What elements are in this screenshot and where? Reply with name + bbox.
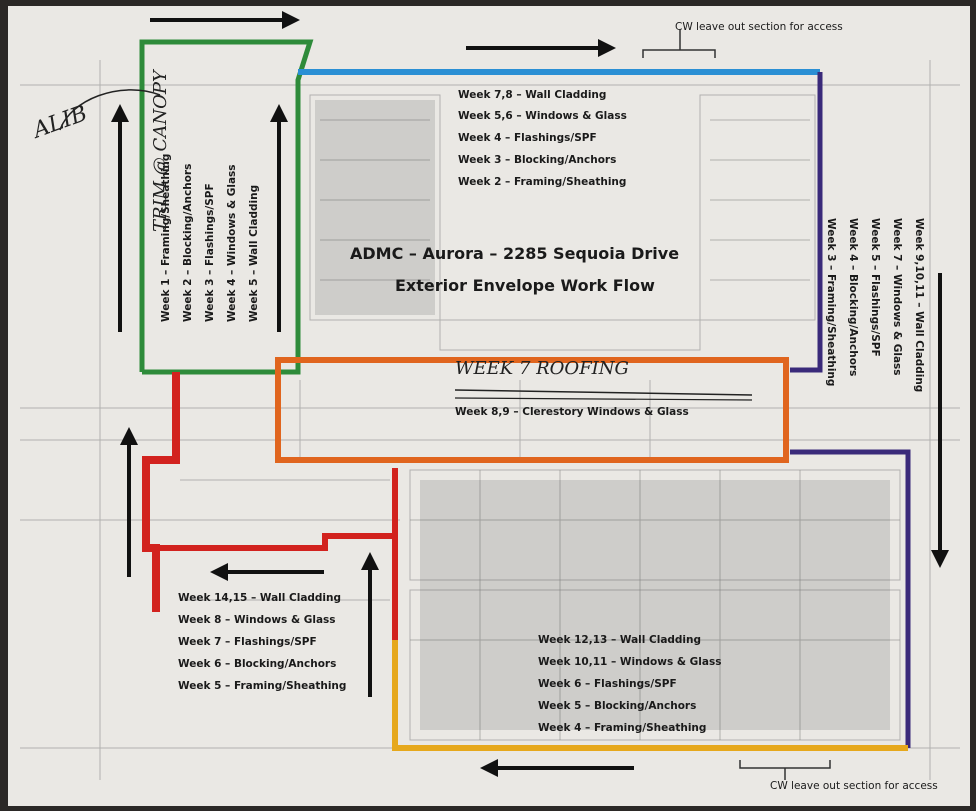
green-item-3: Week 3 – Flashings/SPF xyxy=(204,183,216,322)
handwritten-orange-note: WEEK 7 ROOFING xyxy=(455,358,629,379)
handwritten-curve xyxy=(59,89,161,131)
hatching xyxy=(315,100,890,730)
red-item-2: Week 8 – Windows & Glass xyxy=(178,614,336,626)
yellow-item-5: Week 4 – Framing/Sheathing xyxy=(538,722,707,734)
blue-item-1: Week 7,8 – Wall Cladding xyxy=(458,89,607,101)
red-item-5: Week 5 – Framing/Sheathing xyxy=(178,680,347,692)
room-grid xyxy=(320,119,900,740)
orange-zone-border xyxy=(275,357,789,463)
green-zone-border xyxy=(139,39,314,375)
orange-item-1: Week 8,9 – Clerestory Windows & Glass xyxy=(455,406,689,418)
arrowhead-right-top-left xyxy=(282,11,300,29)
red-zone-border-left xyxy=(142,372,180,612)
green-item-1: Week 5 – Wall Cladding xyxy=(248,184,260,322)
yellow-item-4: Week 5 – Blocking/Anchors xyxy=(538,700,697,712)
arrowhead-down-right xyxy=(931,550,949,568)
purple-zone-border-upper xyxy=(790,72,823,373)
green-item-2: Week 4 – Windows & Glass xyxy=(226,164,238,322)
yellow-item-1: Week 12,13 – Wall Cladding xyxy=(538,634,702,646)
red-item-4: Week 6 – Blocking/Anchors xyxy=(178,658,337,670)
yellow-item-3: Week 6 – Flashings/SPF xyxy=(538,678,677,690)
green-item-4: Week 2 – Blocking/Anchors xyxy=(182,163,194,322)
purple-item-4: Week 4 – Blocking/Anchors xyxy=(847,218,859,377)
diagram-subtitle: Exterior Envelope Work Flow xyxy=(395,276,655,295)
blue-item-2: Week 5,6 – Windows & Glass xyxy=(458,110,627,122)
yellow-zone-border xyxy=(392,640,908,751)
arrowhead-up-left xyxy=(111,104,129,122)
handwritten-green-note: TRIM @ CANOPY xyxy=(150,70,171,232)
purple-zone-border-lower xyxy=(790,449,911,748)
purple-item-5: Week 3 – Framing/Sheathing xyxy=(825,218,837,387)
purple-item-3: Week 5 – Flashings/SPF xyxy=(869,218,881,357)
diagram-title: ADMC – Aurora – 2285 Sequoia Drive xyxy=(350,244,680,263)
arrowhead-up-yellow xyxy=(361,552,379,570)
cw-bracket-top xyxy=(642,49,716,58)
flow-arrows xyxy=(111,11,949,777)
arrowhead-up-green-right xyxy=(270,104,288,122)
cw-bracket-bottom xyxy=(739,760,831,769)
blue-item-3: Week 4 – Flashings/SPF xyxy=(458,132,597,144)
purple-item-1: Week 9,10,11 – Wall Cladding xyxy=(913,218,925,393)
red-item-1: Week 14,15 – Wall Cladding xyxy=(178,592,342,604)
blue-item-5: Week 2 – Framing/Sheathing xyxy=(458,176,627,188)
red-item-3: Week 7 – Flashings/SPF xyxy=(178,636,317,648)
handwritten-strike-2 xyxy=(454,397,753,401)
purple-item-2: Week 7 – Windows & Glass xyxy=(891,218,903,376)
paper-background xyxy=(8,6,970,806)
arrowhead-left-bottom xyxy=(480,759,498,777)
cw-note-top: CW leave out section for access xyxy=(675,21,843,33)
blue-item-4: Week 3 – Blocking/Anchors xyxy=(458,154,617,166)
arrowhead-right-top-mid xyxy=(598,39,616,57)
cw-note-bottom: CW leave out section for access xyxy=(770,780,938,792)
arrowhead-up-red xyxy=(120,427,138,445)
yellow-item-2: Week 10,11 – Windows & Glass xyxy=(538,656,722,668)
arrowhead-left-red xyxy=(210,563,228,581)
handwritten-strike-1 xyxy=(454,389,753,396)
